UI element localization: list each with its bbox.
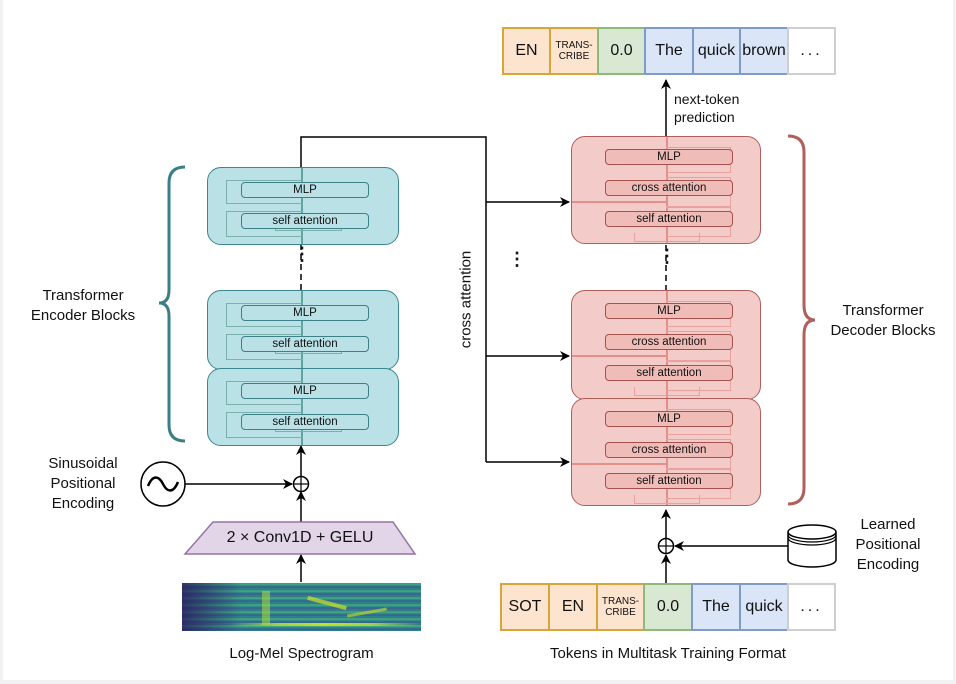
token-brown: brown — [739, 27, 789, 75]
cross-input-line — [572, 201, 666, 203]
residual-line — [301, 291, 303, 369]
residual-skip — [226, 211, 303, 237]
token-en: EN — [502, 27, 551, 75]
token-: ... — [787, 27, 836, 75]
token-the: The — [691, 583, 741, 631]
encoder-label-line1: Transformer — [42, 287, 124, 304]
residual-skip — [226, 303, 303, 327]
decoder-block: MLP cross attention self attention — [571, 290, 761, 400]
cross-attention-layer: cross attention — [605, 442, 733, 458]
tokens-label: Tokens in Multitask Training Format — [550, 645, 786, 662]
decoder-bracket-label: Transformer Decoder Blocks — [813, 301, 953, 341]
self-attention-layer: self attention — [241, 213, 369, 229]
sinusoidal-label-line2: Positional — [50, 475, 116, 492]
token-: ... — [787, 583, 836, 631]
token-trans-cribe: TRANS- CRIBE — [596, 583, 645, 631]
database-cylinder-icon — [787, 524, 837, 568]
cross-attention-layer: cross attention — [605, 180, 733, 196]
residual-skip — [634, 387, 700, 396]
residual-skip — [226, 381, 303, 405]
self-attention-layer: self attention — [605, 365, 733, 381]
spectrogram-image — [182, 583, 421, 631]
token-0-0: 0.0 — [643, 583, 693, 631]
mlp-layer: MLP — [241, 305, 369, 321]
self-attention-layer: self attention — [241, 414, 369, 430]
encoder-block: MLP self attention — [207, 167, 399, 245]
sinusoidal-label-line3: Encoding — [51, 495, 115, 512]
residual-line — [301, 369, 303, 445]
token-quick: quick — [692, 27, 741, 75]
conv-label: 2 × Conv1D + GELU — [226, 529, 374, 546]
mlp-layer: MLP — [241, 383, 369, 399]
encoder-block: MLP self attention — [207, 368, 399, 446]
next-token-label-line2: prediction — [674, 109, 735, 125]
cross-input-line — [572, 355, 666, 357]
encoder-block: MLP self attention — [207, 290, 399, 370]
learned-label-line1: Learned — [860, 516, 916, 533]
token-quick: quick — [739, 583, 789, 631]
decoder-bracket — [787, 134, 816, 506]
residual-skip — [226, 180, 303, 204]
mlp-layer: MLP — [605, 411, 733, 427]
encoder-bracket — [158, 165, 186, 443]
encoder-bracket-label: Transformer Encoder Blocks — [23, 286, 143, 326]
decoder-label-line1: Transformer — [842, 302, 924, 319]
sinusoidal-label-line1: Sinusoidal — [48, 455, 118, 472]
token-the: The — [644, 27, 694, 75]
mlp-layer: MLP — [605, 149, 733, 165]
cross-attention-label: cross attention — [457, 250, 475, 349]
learned-positional-label: Learned Positional Encoding — [843, 515, 933, 575]
self-attention-layer: self attention — [241, 336, 369, 352]
residual-skip — [226, 334, 303, 360]
self-attention-layer: self attention — [605, 211, 733, 227]
residual-skip — [634, 495, 700, 504]
self-attention-layer: self attention — [605, 473, 733, 489]
conv-block — [183, 521, 417, 555]
connections-layer — [140, 79, 837, 584]
mlp-layer: MLP — [605, 303, 733, 319]
decoder-block: MLP cross attention self attention — [571, 136, 761, 244]
residual-skip — [226, 412, 303, 438]
spectrogram-label: Log-Mel Spectrogram — [229, 645, 374, 662]
cross-attention-layer: cross attention — [605, 334, 733, 350]
next-token-label: next-token prediction — [674, 90, 739, 126]
residual-line — [301, 168, 303, 244]
learned-label-line2: Positional — [855, 536, 921, 553]
token-trans-cribe: TRANS- CRIBE — [549, 27, 599, 75]
sinusoidal-label: Sinusoidal Positional Encoding — [23, 454, 143, 514]
token-en: EN — [548, 583, 598, 631]
diagram-canvas: MLP self attention MLP self attention MLP s… — [3, 0, 953, 680]
decoder-ellipsis: ⋮ — [658, 246, 676, 266]
cross-attention-ellipsis: ⋮ — [508, 249, 526, 269]
encoder-ellipsis: ⋮ — [293, 244, 311, 264]
encoder-output-wire — [300, 136, 487, 462]
token-sot: SOT — [500, 583, 550, 631]
encoder-label-line2: Encoder Blocks — [30, 307, 136, 324]
next-token-label-line1: next-token — [674, 91, 740, 107]
token-0-0: 0.0 — [597, 27, 646, 75]
mlp-layer: MLP — [241, 182, 369, 198]
decoder-block: MLP cross attention self attention — [571, 398, 761, 506]
cross-input-line — [572, 463, 666, 465]
learned-label-line3: Encoding — [856, 556, 920, 573]
decoder-label-line2: Decoder Blocks — [830, 322, 936, 339]
residual-skip — [634, 233, 700, 242]
